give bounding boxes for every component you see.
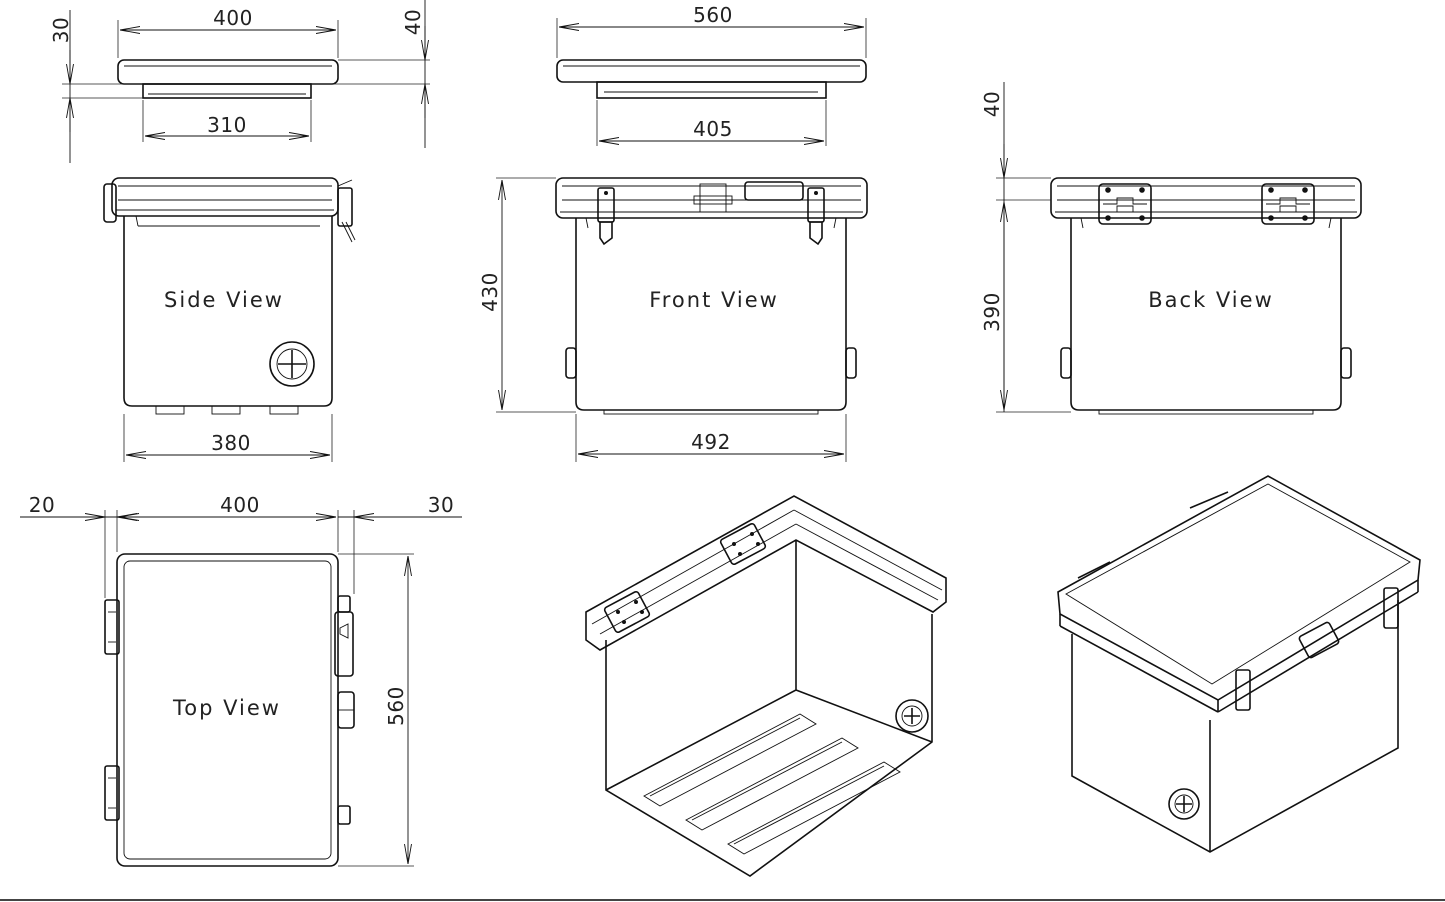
front-lid-drawing bbox=[556, 18, 867, 146]
dim-front-lid-inner: 405 bbox=[599, 117, 824, 141]
isometric-bottom-view bbox=[585, 495, 947, 877]
dim-front-body-width-label: 492 bbox=[691, 430, 731, 454]
side-lid-drawing bbox=[62, 20, 430, 142]
top-view-drawing: Top View bbox=[104, 510, 414, 867]
dim-side-lid-depth-label: 40 bbox=[401, 9, 425, 35]
dim-side-lid-height: 30 bbox=[49, 10, 73, 163]
dim-side-lid-inner: 310 bbox=[145, 113, 309, 137]
dim-top-right-offset: 30 bbox=[338, 493, 462, 517]
dim-front-body-width: 492 bbox=[578, 430, 844, 454]
back-view-label: Back View bbox=[1148, 288, 1274, 312]
dim-side-body-width-label: 380 bbox=[211, 431, 251, 455]
dim-front-height: 430 bbox=[478, 180, 502, 410]
side-view-drawing: Side View bbox=[103, 177, 356, 462]
dim-back-body-height: 390 bbox=[980, 202, 1004, 410]
dim-top-depth-label: 560 bbox=[384, 686, 408, 726]
dim-front-lid-inner-label: 405 bbox=[693, 117, 733, 141]
dim-front-lid-width-label: 560 bbox=[693, 3, 733, 27]
dim-back-lid-height-label: 40 bbox=[980, 91, 1004, 117]
dim-back-lid-height: 40 bbox=[980, 82, 1004, 412]
dim-side-lid-width: 400 bbox=[120, 6, 336, 30]
dim-top-width-label: 400 bbox=[220, 493, 260, 517]
dim-side-lid-height-label: 30 bbox=[49, 17, 73, 43]
dim-side-body-width: 380 bbox=[126, 431, 330, 455]
dim-side-lid-depth: 40 bbox=[401, 0, 425, 148]
dim-top-right-offset-label: 30 bbox=[428, 493, 454, 517]
isometric-top-view bbox=[1057, 475, 1421, 853]
dim-top-depth: 560 bbox=[384, 556, 408, 864]
back-view-drawing: Back View bbox=[996, 177, 1362, 415]
dim-side-lid-width-label: 400 bbox=[213, 6, 253, 30]
front-view-drawing: Front View bbox=[496, 177, 868, 462]
side-view-label: Side View bbox=[164, 288, 284, 312]
dim-back-body-height-label: 390 bbox=[980, 292, 1004, 332]
dim-side-lid-inner-label: 310 bbox=[207, 113, 247, 137]
dim-front-lid-width: 560 bbox=[559, 3, 864, 27]
dim-front-height-label: 430 bbox=[478, 272, 502, 312]
dim-top-left-offset: 20 bbox=[20, 493, 150, 517]
dim-top-left-offset-label: 20 bbox=[29, 493, 55, 517]
top-view-label: Top View bbox=[172, 696, 281, 720]
front-view-label: Front View bbox=[649, 288, 779, 312]
dim-top-width: 400 bbox=[119, 493, 336, 517]
